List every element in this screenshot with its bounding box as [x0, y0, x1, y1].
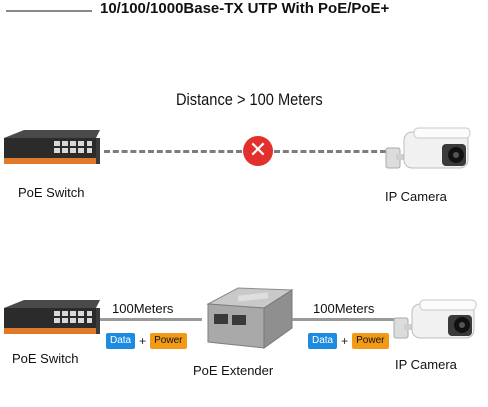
- cable-bottom-left: [100, 318, 202, 321]
- ip-camera-top-image: [385, 127, 471, 169]
- plus-right: +: [341, 334, 349, 348]
- ip-camera-top-label: IP Camera: [385, 189, 447, 204]
- poe-extender-label: PoE Extender: [193, 363, 274, 378]
- power-badge-right: Power: [352, 333, 389, 349]
- poe-switch-bottom-image: [4, 300, 100, 334]
- distance-left-label: 100Meters: [112, 301, 174, 316]
- data-badge-right: Data: [308, 333, 338, 349]
- poe-switch-bottom-label: PoE Switch: [12, 351, 79, 366]
- cable-bottom-right: [292, 318, 396, 321]
- distance-label: Distance > 100 Meters: [176, 90, 323, 109]
- power-badge-left: Power: [150, 333, 187, 349]
- plus-left: +: [139, 334, 147, 348]
- poe-switch-top-label: PoE Switch: [18, 185, 85, 200]
- cable-top-left: [104, 150, 242, 153]
- data-power-left: Data + Power: [106, 333, 187, 349]
- title-rule: [6, 10, 92, 12]
- cable-top-right: [274, 150, 386, 153]
- page-title: 10/100/1000Base-TX UTP With PoE/PoE+: [100, 0, 390, 17]
- ip-camera-bottom-image: [393, 299, 477, 339]
- distance-right-label: 100Meters: [313, 301, 375, 316]
- ip-camera-bottom-label: IP Camera: [395, 357, 457, 372]
- poe-switch-top-image: [4, 130, 100, 164]
- data-badge-left: Data: [106, 333, 136, 349]
- error-x-icon: ✕: [243, 136, 273, 166]
- data-power-right: Data + Power: [308, 333, 389, 349]
- poe-extender-image: [206, 287, 294, 349]
